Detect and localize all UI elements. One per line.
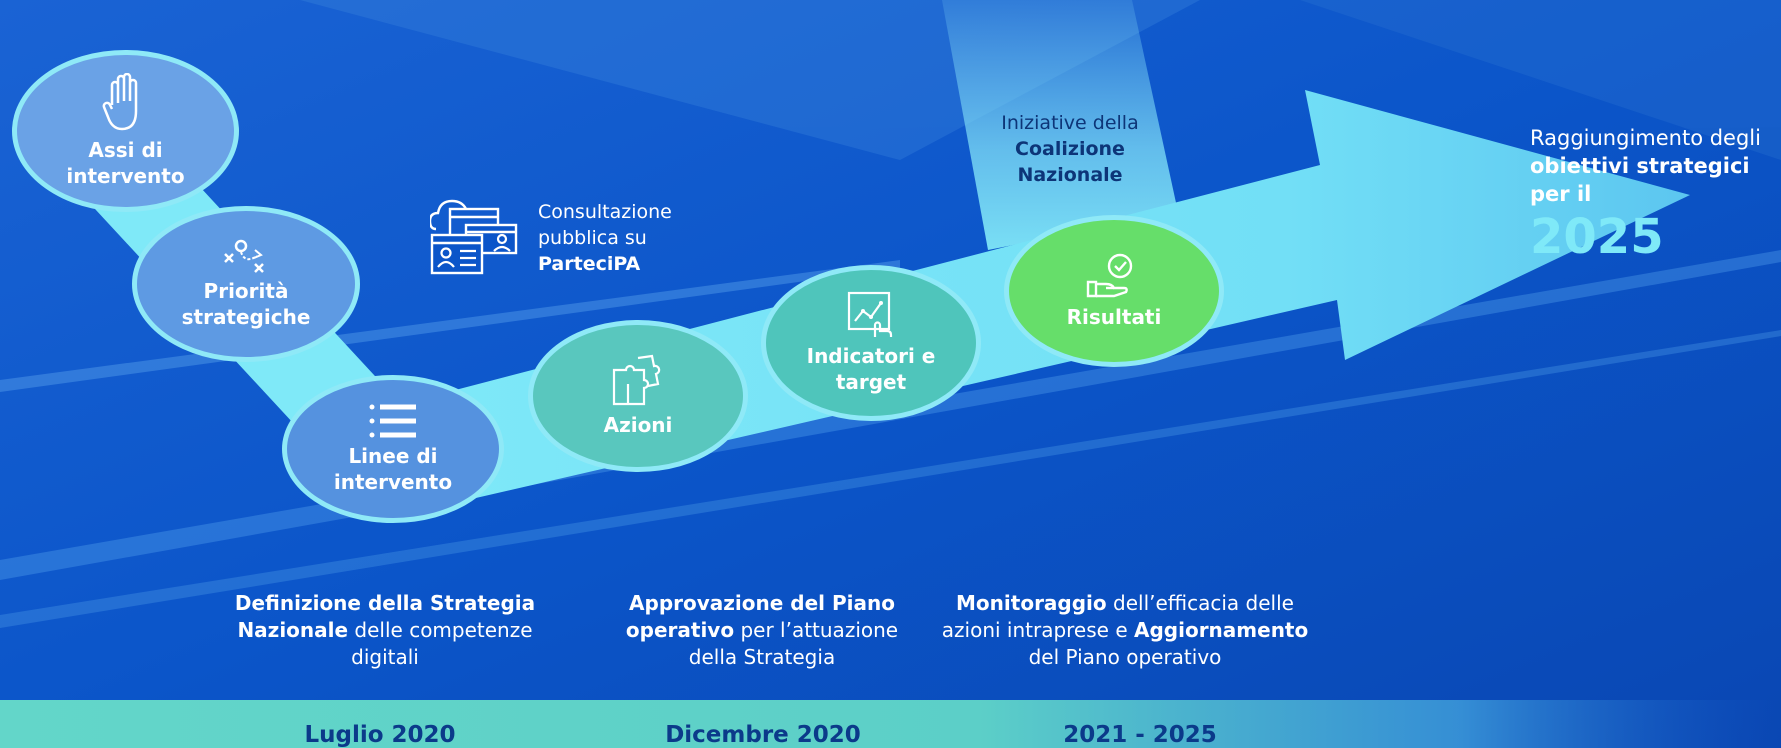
chart-hand-icon <box>847 291 893 337</box>
consultazione-line1: Consultazione <box>538 201 672 223</box>
window-users-icon <box>430 199 518 275</box>
caption-text: per l’attuazione <box>734 618 899 642</box>
caption-bold: Monitoraggio <box>956 591 1107 615</box>
puzzle-icon <box>612 354 661 406</box>
caption-bold: operativo <box>625 618 735 642</box>
consultazione-line3: ParteciPA <box>538 253 641 275</box>
caption-text: delle competenze <box>348 618 533 642</box>
node-label: Priorità strategiche <box>181 279 311 329</box>
caption-text: del Piano operativo <box>1028 645 1222 669</box>
caption-text: azioni intraprese e <box>941 618 1134 642</box>
caption-bold: Approvazione del Piano <box>629 591 895 615</box>
node-label: Azioni <box>603 413 673 437</box>
node-azioni: Azioni <box>528 320 748 472</box>
caption-text: della Strategia <box>688 645 836 669</box>
coalizione-line2: Coalizione <box>1015 138 1125 160</box>
caption-definizione: Definizione della Strategia Nazionale de… <box>225 590 545 671</box>
node-label: Linee di intervento <box>333 444 453 494</box>
coalizione-beam <box>942 0 1178 250</box>
hand-icon <box>102 73 137 131</box>
coalizione-line3: Nazionale <box>1017 164 1123 186</box>
node-indicatori-e-target: Indicatori e target <box>761 265 981 421</box>
consultazione-line2: pubblica su <box>538 227 647 249</box>
caption-bold: Nazionale <box>237 618 349 642</box>
goal-line2: obiettivi strategici per il <box>1530 154 1750 206</box>
date-2021-2025: 2021 - 2025 <box>1063 722 1217 748</box>
node-assi-di-intervento: Assi di intervento <box>12 50 239 212</box>
node-label: Indicatori e target <box>806 344 936 394</box>
date-dicembre-2020: Dicembre 2020 <box>665 722 861 748</box>
caption-bold: Aggiornamento <box>1133 618 1309 642</box>
consultazione-text: Consultazione pubblica su ParteciPA <box>538 199 672 277</box>
strategy-icon <box>224 239 264 273</box>
node-risultati: Risultati <box>1004 215 1224 367</box>
coalizione-text: Iniziative della Coalizione Nazionale <box>990 110 1150 188</box>
caption-text: dell’efficacia delle <box>1106 591 1294 615</box>
coalizione-line1: Iniziative della <box>1001 112 1139 134</box>
caption-text: digitali <box>351 645 419 669</box>
goal-line1: Raggiungimento degli <box>1530 126 1761 150</box>
node-linee-di-intervento: Linee di intervento <box>282 375 504 523</box>
goal-text: Raggiungimento degli obiettivi strategic… <box>1530 124 1781 266</box>
caption-approvazione: Approvazione del Piano operativo per l’a… <box>602 590 922 671</box>
goal-year: 2025 <box>1530 209 1664 265</box>
node-priorita-strategiche: Priorità strategiche <box>132 206 360 362</box>
node-label: Assi di intervento <box>66 138 185 188</box>
timeline-band <box>0 700 1781 748</box>
date-luglio-2020: Luglio 2020 <box>304 722 456 748</box>
caption-bold: Definizione della Strategia <box>234 591 536 615</box>
node-label: Risultati <box>1066 305 1162 329</box>
result-hand-icon <box>1086 253 1133 298</box>
caption-monitoraggio: Monitoraggio dell’efficacia delle azioni… <box>935 590 1315 671</box>
list-icon <box>369 404 416 438</box>
